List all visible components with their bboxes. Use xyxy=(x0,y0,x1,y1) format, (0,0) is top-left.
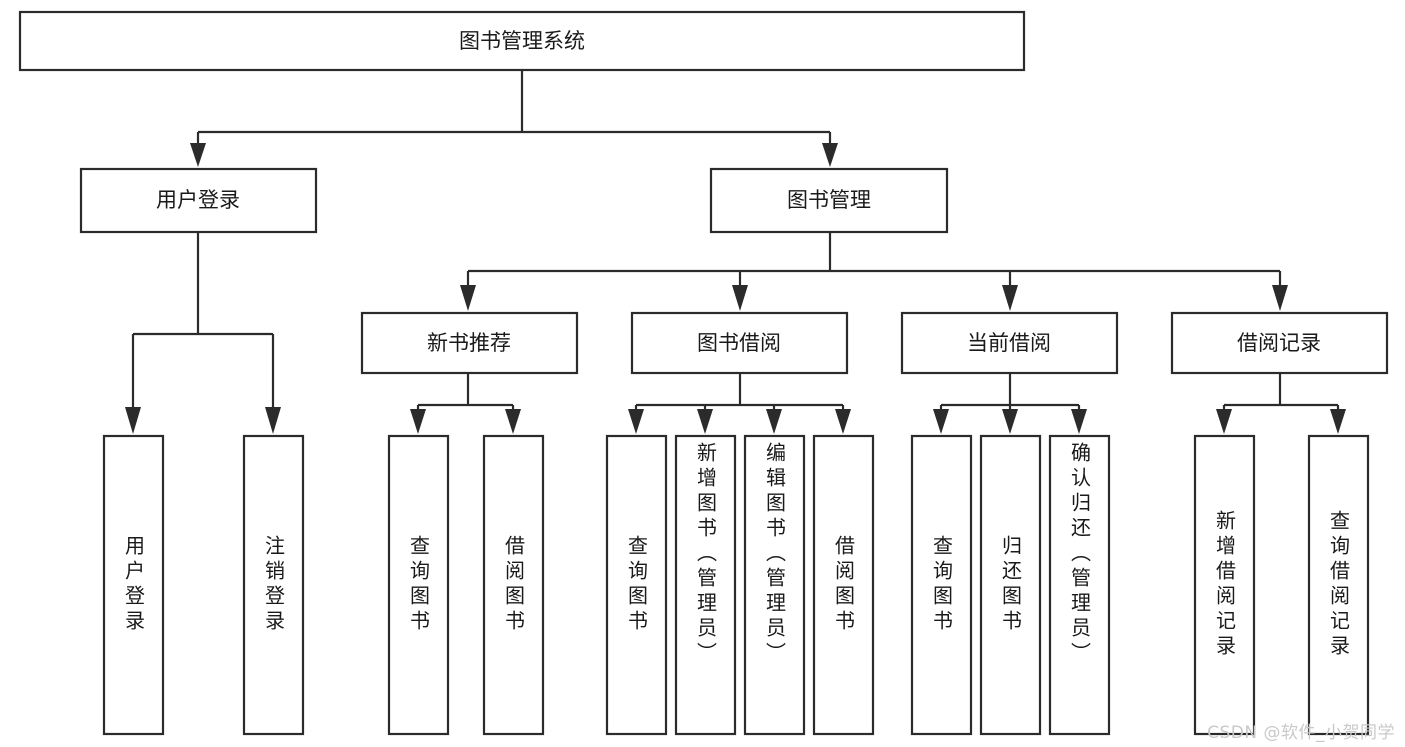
node-new-book-rec-label: 新书推荐 xyxy=(427,331,511,355)
arrow-head-icon xyxy=(1216,409,1232,434)
arrow-head-icon xyxy=(410,409,426,434)
node-leaf-borrow-book-1[interactable] xyxy=(482,434,545,736)
node-leaf-add-record[interactable] xyxy=(1193,434,1256,736)
connector-bookmanage-to-level3 xyxy=(460,232,1288,311)
node-root[interactable] xyxy=(18,10,1026,72)
node-book-manage[interactable] xyxy=(709,167,949,234)
connector-bookborrow-to-leaves xyxy=(628,373,851,434)
node-current-borrow-label: 当前借阅 xyxy=(967,331,1051,355)
connector-root-to-level2 xyxy=(190,70,838,167)
arrow-head-icon xyxy=(1272,285,1288,311)
arrow-head-icon xyxy=(628,409,644,434)
arrow-head-icon xyxy=(505,409,521,434)
node-book-manage-label: 图书管理 xyxy=(787,188,871,212)
arrow-head-icon xyxy=(190,143,206,167)
node-leaf-query-book-3[interactable] xyxy=(910,434,973,736)
arrow-head-icon xyxy=(697,409,713,434)
node-book-borrow[interactable] xyxy=(630,311,849,375)
node-book-borrow-label: 图书借阅 xyxy=(697,331,781,355)
connector-borrowrecord-to-leaves xyxy=(1216,373,1346,434)
connector-userlogin-to-leaves xyxy=(125,232,281,434)
node-leaf-confirm-return[interactable] xyxy=(1048,434,1111,736)
node-leaf-edit-book[interactable] xyxy=(743,434,806,736)
arrow-head-icon xyxy=(732,285,748,311)
arrow-head-icon xyxy=(766,409,782,434)
arrow-head-icon xyxy=(1330,409,1346,434)
arrow-head-icon xyxy=(125,407,141,434)
node-leaf-return-book[interactable] xyxy=(979,434,1042,736)
node-leaf-query-record[interactable] xyxy=(1307,434,1370,736)
connector-currentborrow-to-leaves xyxy=(933,373,1087,434)
arrow-head-icon xyxy=(933,409,949,434)
node-root-label: 图书管理系统 xyxy=(459,29,585,53)
node-leaf-user-login[interactable] xyxy=(102,434,165,736)
node-borrow-record[interactable] xyxy=(1170,311,1389,375)
arrow-head-icon xyxy=(835,409,851,434)
arrow-head-icon xyxy=(1002,285,1018,311)
arrow-head-icon xyxy=(460,285,476,311)
node-leaf-borrow-book-2[interactable] xyxy=(812,434,875,736)
arrow-head-icon xyxy=(822,143,838,167)
node-leaf-query-book-2[interactable] xyxy=(605,434,668,736)
node-current-borrow[interactable] xyxy=(900,311,1119,375)
arrow-head-icon xyxy=(1071,409,1087,434)
arrow-head-icon xyxy=(1002,409,1018,434)
arrow-head-icon xyxy=(265,407,281,434)
watermark-text: CSDN @软件_小贺同学 xyxy=(1207,723,1395,743)
node-borrow-record-label: 借阅记录 xyxy=(1237,331,1321,355)
node-user-login-label: 用户登录 xyxy=(156,188,240,212)
node-leaf-logout[interactable] xyxy=(242,434,305,736)
connector-newbookrec-to-leaves xyxy=(410,373,521,434)
node-leaf-query-book-1[interactable] xyxy=(387,434,450,736)
node-user-login[interactable] xyxy=(79,167,318,234)
node-new-book-rec[interactable] xyxy=(360,311,579,375)
node-leaf-add-book[interactable] xyxy=(674,434,737,736)
